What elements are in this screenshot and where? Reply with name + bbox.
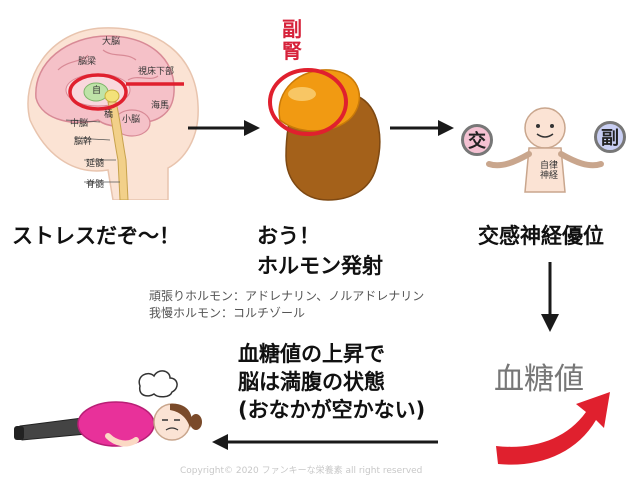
arrow-down	[541, 262, 559, 332]
adrenal-highlight	[288, 87, 316, 101]
brain-label-cerebellum: 小脳	[122, 115, 141, 125]
brain-label-hippocampus: 海馬	[151, 101, 170, 111]
glucose-caption-line3: (おなかが空かない)	[238, 398, 426, 422]
brain-illustration	[8, 10, 208, 201]
brain-label-hypothalamus: 視床下部	[138, 67, 175, 77]
sympathetic-char: 交	[468, 131, 486, 152]
brain-caption: ストレスだぞ〜！	[12, 224, 180, 248]
lying-person-illustration	[14, 370, 202, 447]
glucose-rise-arrow	[496, 392, 610, 465]
sigh-puff	[138, 370, 178, 398]
autonomic-label: 自律神経	[536, 161, 562, 181]
parasympathetic-circle: 副	[594, 121, 626, 153]
arrow-right-1	[188, 120, 260, 136]
brain-label-medulla: 延髄	[86, 159, 105, 169]
glucose-caption-line2: 脳は満腹の状態	[238, 370, 385, 394]
copyright-text: Copyright© 2020 ファンキーな栄養素 all right rese…	[180, 466, 423, 476]
red-curved-arrow	[496, 392, 610, 465]
glucose-caption-line1: 血糖値の上昇で	[238, 342, 385, 366]
hypothalamus-highlight-ring	[68, 73, 128, 111]
arrow-right-2	[390, 120, 454, 136]
sympathetic-circle: 交	[461, 124, 493, 156]
adrenal-illustration	[268, 68, 381, 201]
leader-line	[73, 137, 111, 141]
brain-label-midbrain: 中脳	[70, 119, 89, 129]
brain-label-corpus: 脳梁	[78, 57, 97, 67]
hypothalamus-shape	[104, 89, 120, 103]
brain-label-thalamus: 自	[92, 86, 102, 96]
brain-label-cerebrum: 大脳	[102, 37, 121, 47]
hormone-note-1: 頑張りホルモン：アドレナリン、ノルアドレナリン	[149, 289, 425, 303]
adrenal-caption-line2: ホルモン発射	[257, 254, 383, 278]
glucose-label: 血糖値	[494, 362, 584, 397]
legs	[19, 417, 87, 441]
character-head	[524, 107, 566, 149]
autonomic-character	[486, 107, 604, 193]
brain-label-brainstem: 脳幹	[74, 137, 93, 147]
adrenal-highlight-ring	[268, 68, 348, 136]
autonomic-bubble-text: 自律神経	[540, 161, 559, 181]
brain-label-pons: 橋	[104, 110, 114, 120]
brain-svg	[27, 27, 199, 201]
autonomic-caption: 交感神経優位	[478, 224, 604, 248]
hair-bun	[190, 414, 202, 430]
leader-line	[65, 119, 101, 123]
brain-folds	[57, 49, 159, 96]
arrow-left	[212, 434, 438, 450]
character-body	[524, 147, 566, 193]
hormone-note-2: 我慢ホルモン：コルチゾール	[149, 306, 306, 320]
adrenal-title: 副腎	[282, 17, 302, 63]
brain-label-spinal-cord: 脊髄	[86, 180, 105, 190]
parasympathetic-char: 副	[601, 128, 619, 149]
adrenal-caption-line1: おう！	[257, 224, 320, 248]
